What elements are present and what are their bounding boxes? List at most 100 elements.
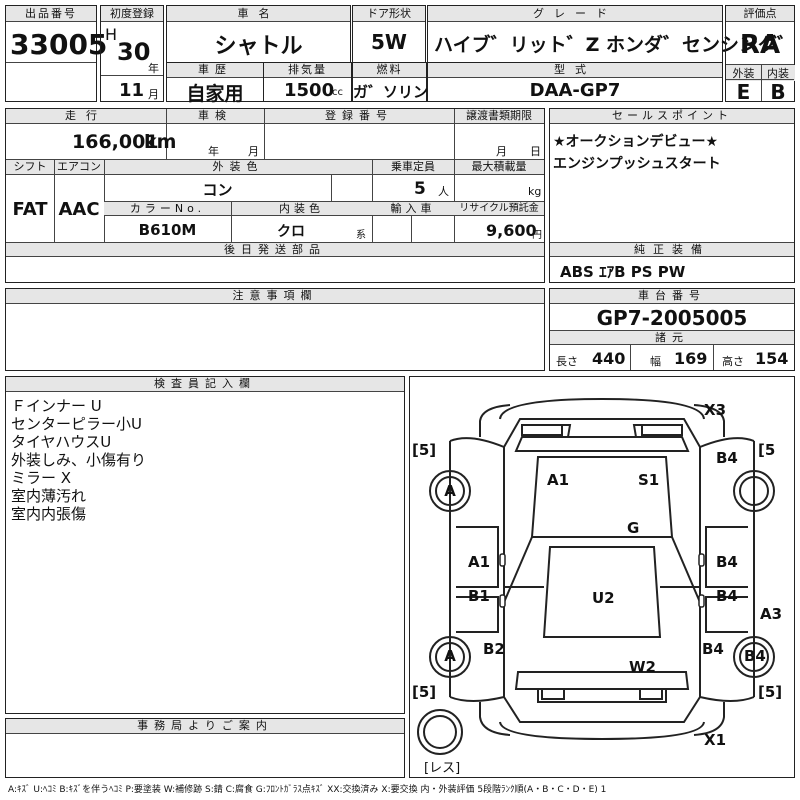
int-color: クロ	[277, 224, 305, 240]
max-load-unit: kg	[528, 185, 542, 198]
inspector-box: 検査員記入欄 Ｆインナー U センターピラー小U タイヤハウスU 外装しみ、小傷…	[5, 376, 405, 714]
left-mark-b2: B2	[483, 640, 505, 658]
mileage-unit: km	[144, 131, 177, 153]
shift: FAT	[12, 199, 48, 220]
width: 169	[674, 349, 708, 368]
int-color-unit: 系	[356, 230, 366, 241]
inspection-year-unit: 年	[208, 145, 219, 158]
model-box: 型式 DAA-GP7	[427, 62, 723, 102]
chassis-label: 車台番号	[550, 289, 794, 304]
month-unit: 月	[148, 88, 159, 101]
right-mark-b4-lower: B4	[702, 640, 724, 658]
inspector-line: センターピラー小U	[11, 415, 142, 433]
grade-label: グレード	[428, 6, 722, 22]
height: 154	[755, 349, 789, 368]
int-color-label: 内装色	[231, 202, 372, 216]
inspection-label: 車検	[166, 109, 264, 124]
mileage: 166,001	[72, 131, 159, 153]
car-name: シャトル	[214, 34, 303, 59]
later-parts-label: 後日発送部品	[6, 243, 544, 257]
tread-rr: [5]	[758, 683, 783, 701]
car-outline-svg	[417, 397, 775, 755]
capacity-unit: 人	[438, 185, 449, 198]
lot-number-box: 出品番号 33005	[5, 5, 107, 102]
sales-point-2: エンジンプッシュスタート	[553, 156, 721, 172]
office-box: 事務局よりご案内	[5, 718, 405, 778]
door-box: ドア形状 5W	[352, 5, 426, 63]
exterior-grade: E	[736, 80, 751, 104]
chassis-box: 車台番号 GP7-2005005 諸元 長さ 440 幅 169 高さ 154	[549, 288, 795, 371]
inspector-line: ミラー X	[11, 469, 72, 487]
first-reg-label: 初度登録	[101, 6, 163, 22]
tire-mark-fr: B4	[716, 449, 738, 467]
year-value: 30	[117, 38, 151, 66]
tire-mark-rl: A	[444, 647, 456, 665]
spare-tire-mark: [レス]	[424, 761, 461, 776]
door-label: ドア形状	[353, 6, 425, 22]
mark-x3: X3	[704, 401, 727, 419]
recycle-unit: 円	[532, 230, 542, 241]
month-value: 11	[119, 80, 145, 101]
length: 440	[592, 349, 626, 368]
inspector-line: Ｆインナー U	[11, 397, 102, 415]
inspection-month-unit: 月	[248, 145, 259, 158]
tread-rl: [5]	[412, 683, 437, 701]
transfer-day-unit: 日	[530, 145, 541, 158]
inspector-line: 外装しみ、小傷有り	[11, 451, 147, 469]
vehicle-info-box: 走行 車検 登録番号 譲渡書類期限 166,001 km 年 月 月 日 シフト…	[5, 108, 545, 283]
inspector-line: 室内薄汚れ	[11, 487, 87, 505]
grade: ハイブ゛リット゛Z ホンダ゛センシング゛	[434, 34, 797, 56]
mark-a3: A3	[760, 605, 783, 623]
tread-fl: [5]	[412, 441, 437, 459]
sales-points-box: セールスポイント ★オークションデビュー★ エンジンプッシュスタート 純正装備 …	[549, 108, 795, 283]
color-no-label: カラーNo.	[104, 202, 231, 216]
chassis-number: GP7-2005005	[596, 306, 748, 330]
recycle: 9,600	[486, 221, 537, 240]
lot-number: 33005	[10, 28, 108, 61]
history-label: 車歴	[167, 63, 263, 78]
model-label: 型式	[428, 63, 722, 78]
lot-number-label: 出品番号	[6, 6, 96, 22]
fuel: ガ゛ソリン	[353, 83, 429, 101]
displacement-box: 排気量 1500 cc	[263, 62, 352, 102]
sales-point-1: ★オークションデビュー★	[553, 134, 719, 150]
model: DAA-GP7	[529, 80, 621, 101]
car-name-box: 車名 シャトル	[166, 5, 351, 63]
car-name-label: 車名	[167, 6, 350, 22]
tread-fr: [5	[758, 441, 776, 459]
roof-mark-s1: S1	[638, 471, 660, 489]
history: 自家用	[186, 83, 244, 105]
car-diagram: X3 X1 A3 A B4 A B4 A1 S1 G A1 B1 B2 B4 B…	[409, 376, 795, 778]
fuel-box: 燃料 ガ゛ソリン	[352, 62, 429, 102]
displacement-label: 排気量	[264, 63, 351, 78]
displacement-unit: cc	[332, 87, 343, 98]
ac: AAC	[58, 199, 100, 220]
reg-no-label: 登録番号	[264, 109, 454, 124]
height-label: 高さ	[722, 355, 744, 368]
capacity: 5	[414, 179, 426, 199]
roof-mark-a1: A1	[547, 471, 570, 489]
transfer-label: 譲渡書類期限	[454, 109, 544, 124]
notes-label: 注意事項欄	[6, 289, 544, 304]
import-label: 輸入車	[372, 202, 454, 216]
tire-mark-fl: A	[444, 482, 456, 500]
office-label: 事務局よりご案内	[6, 719, 404, 734]
exterior-label: 外装	[726, 65, 761, 81]
max-load-label: 最大積載量	[454, 160, 544, 175]
mileage-label: 走行	[6, 109, 166, 124]
shift-label: シフト	[6, 160, 54, 175]
width-label: 幅	[650, 355, 661, 368]
legend: A:ｷｽﾞ U:ﾍｺﾐ B:ｷｽﾞを伴うﾍｺﾐ P:要塗装 W:補修跡 S:錆 …	[8, 785, 607, 795]
capacity-label: 乗車定員	[372, 160, 454, 175]
grade-box: グレード ハイブ゛リット゛Z ホンダ゛センシング゛	[427, 5, 796, 63]
notes-box: 注意事項欄	[5, 288, 545, 371]
right-mark-b4-front: B4	[716, 553, 738, 571]
interior-label: 内装	[761, 65, 795, 81]
color-no: B610M	[138, 221, 197, 239]
door-type: 5W	[371, 30, 407, 54]
era: H	[105, 25, 118, 44]
year-unit: 年	[148, 62, 159, 75]
ac-label: エアコン	[54, 160, 104, 175]
score-label: 評価点	[726, 6, 794, 22]
inspector-line: タイヤハウスU	[11, 433, 112, 451]
